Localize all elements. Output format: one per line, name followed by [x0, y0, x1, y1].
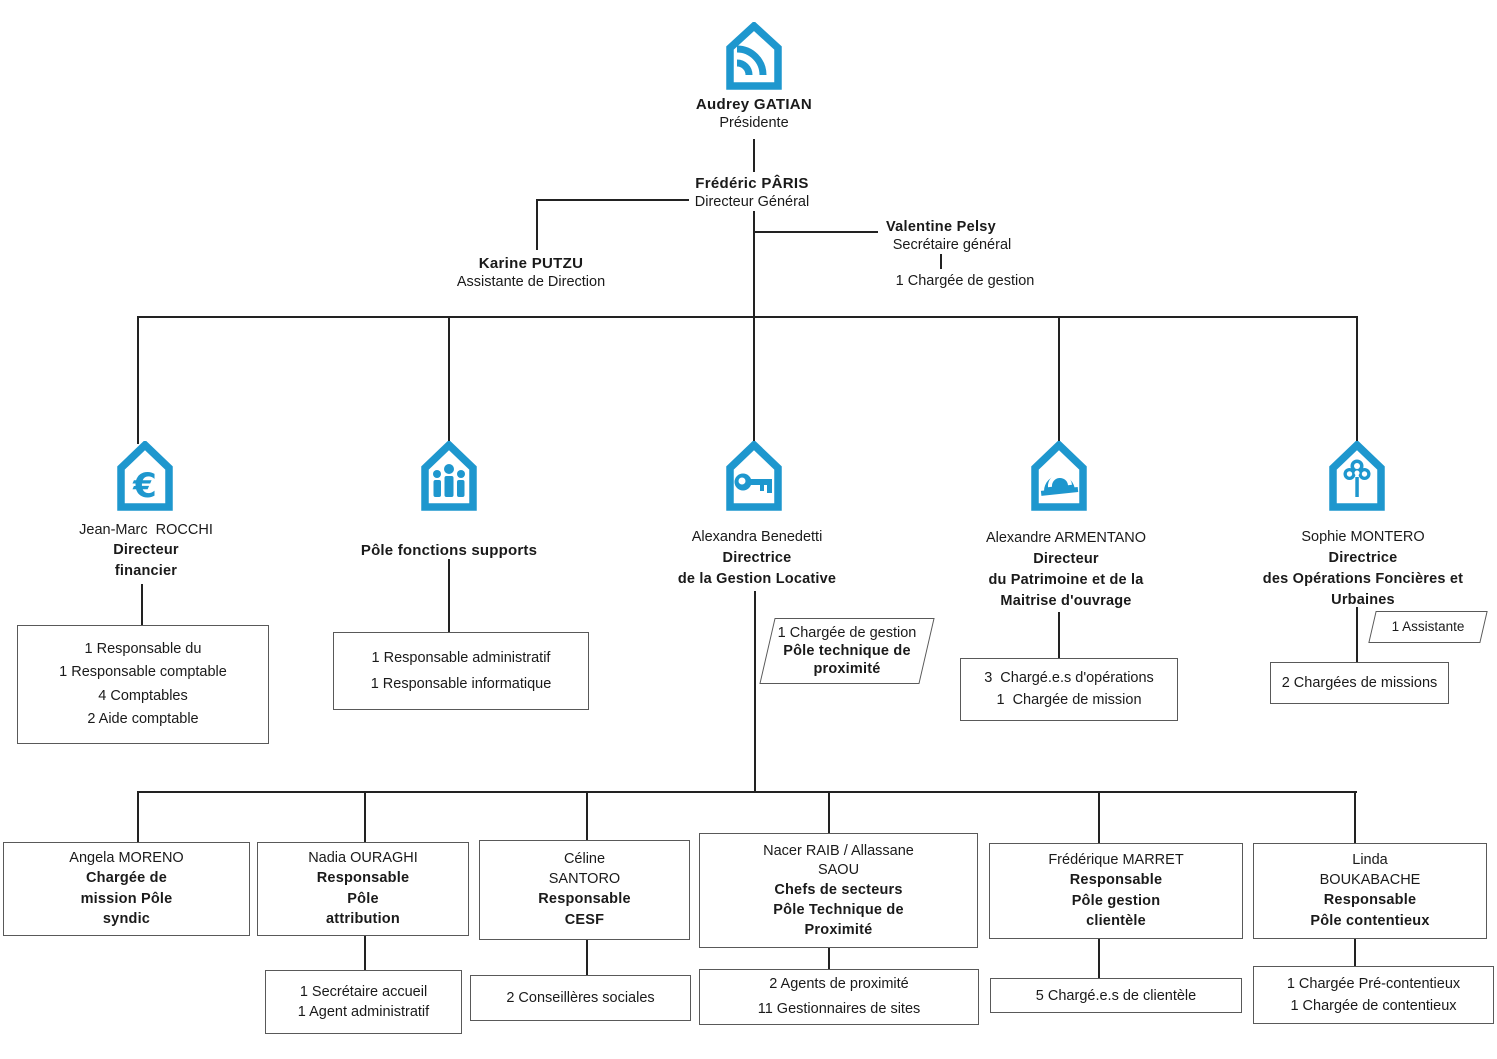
key-house-icon: [726, 439, 782, 516]
connector-line: [137, 791, 1357, 793]
connector-line: [364, 791, 366, 842]
connector-line: [1354, 791, 1356, 843]
connector-line: [828, 947, 830, 969]
connector-line: [137, 316, 1358, 318]
family-house-icon: [421, 439, 477, 516]
person-title: Assistante de Direction: [456, 274, 606, 290]
connector-line: [828, 791, 830, 835]
connector-line: [1098, 937, 1100, 978]
connector-line: [1058, 612, 1060, 658]
hardhat-house-icon: [1031, 439, 1087, 516]
tree-house-icon: [1329, 439, 1385, 516]
connector-line: [753, 316, 755, 444]
staff-line: 1 Assistante: [1391, 619, 1465, 634]
person-name: Alexandre ARMENTANO: [985, 530, 1147, 546]
person-name: Frédérique MARRET: [1048, 851, 1184, 868]
person-name: Alexandra Benedetti: [691, 529, 823, 545]
staff-box: 2 Conseillères sociales: [470, 975, 691, 1021]
connector-line: [141, 584, 143, 625]
connector-line: [1354, 937, 1356, 966]
svg-text:€: €: [132, 466, 157, 506]
staff-line: 1 Chargée de gestion: [895, 273, 1035, 289]
person-title: Secrétaire général: [892, 237, 1012, 253]
person-name: Frédéric PÂRIS: [695, 175, 809, 192]
connector-line: [753, 231, 878, 233]
connector-line: [1356, 607, 1358, 662]
person-name: Audrey GATIAN: [695, 96, 813, 113]
connector-line: [536, 199, 538, 250]
euro-house-icon: €: [117, 439, 173, 516]
staff-tag: 1 Assistante: [1368, 611, 1488, 643]
connector-line: [753, 211, 755, 318]
connector-line: [1356, 316, 1358, 444]
connector-line: [753, 139, 755, 172]
branch-title: Pôle fonctions supports: [360, 542, 538, 559]
person-title: Présidente: [719, 115, 789, 131]
staff-box: 5 Chargé.e.s de clientèle: [990, 978, 1242, 1013]
connector-line: [448, 316, 450, 444]
connector-line: [536, 199, 689, 201]
staff-line: 1 Chargée de gestion: [777, 625, 917, 641]
connector-line: [586, 791, 588, 840]
person-name: Sophie MONTERO: [1301, 529, 1425, 545]
connector-line: [137, 316, 139, 444]
person-title: Directeur Général: [694, 194, 810, 210]
person-name: Nadia OURAGHI: [308, 849, 418, 866]
person-name: Valentine Pelsy: [885, 219, 997, 235]
connector-line: [137, 791, 139, 842]
person-name: Karine PUTZU: [478, 255, 584, 272]
connector-line: [754, 591, 756, 793]
person-name: Jean-Marc ROCCHI: [79, 522, 213, 538]
connector-line: [940, 254, 942, 269]
staff-box: 2 Chargées de missions: [1270, 662, 1449, 704]
connector-line: [448, 559, 450, 632]
connector-line: [1098, 791, 1100, 843]
person-name: Angela MORENO: [69, 849, 184, 866]
logo-house-icon: [726, 20, 782, 95]
connector-line: [364, 934, 366, 970]
connector-line: [586, 938, 588, 975]
connector-line: [1058, 316, 1060, 444]
